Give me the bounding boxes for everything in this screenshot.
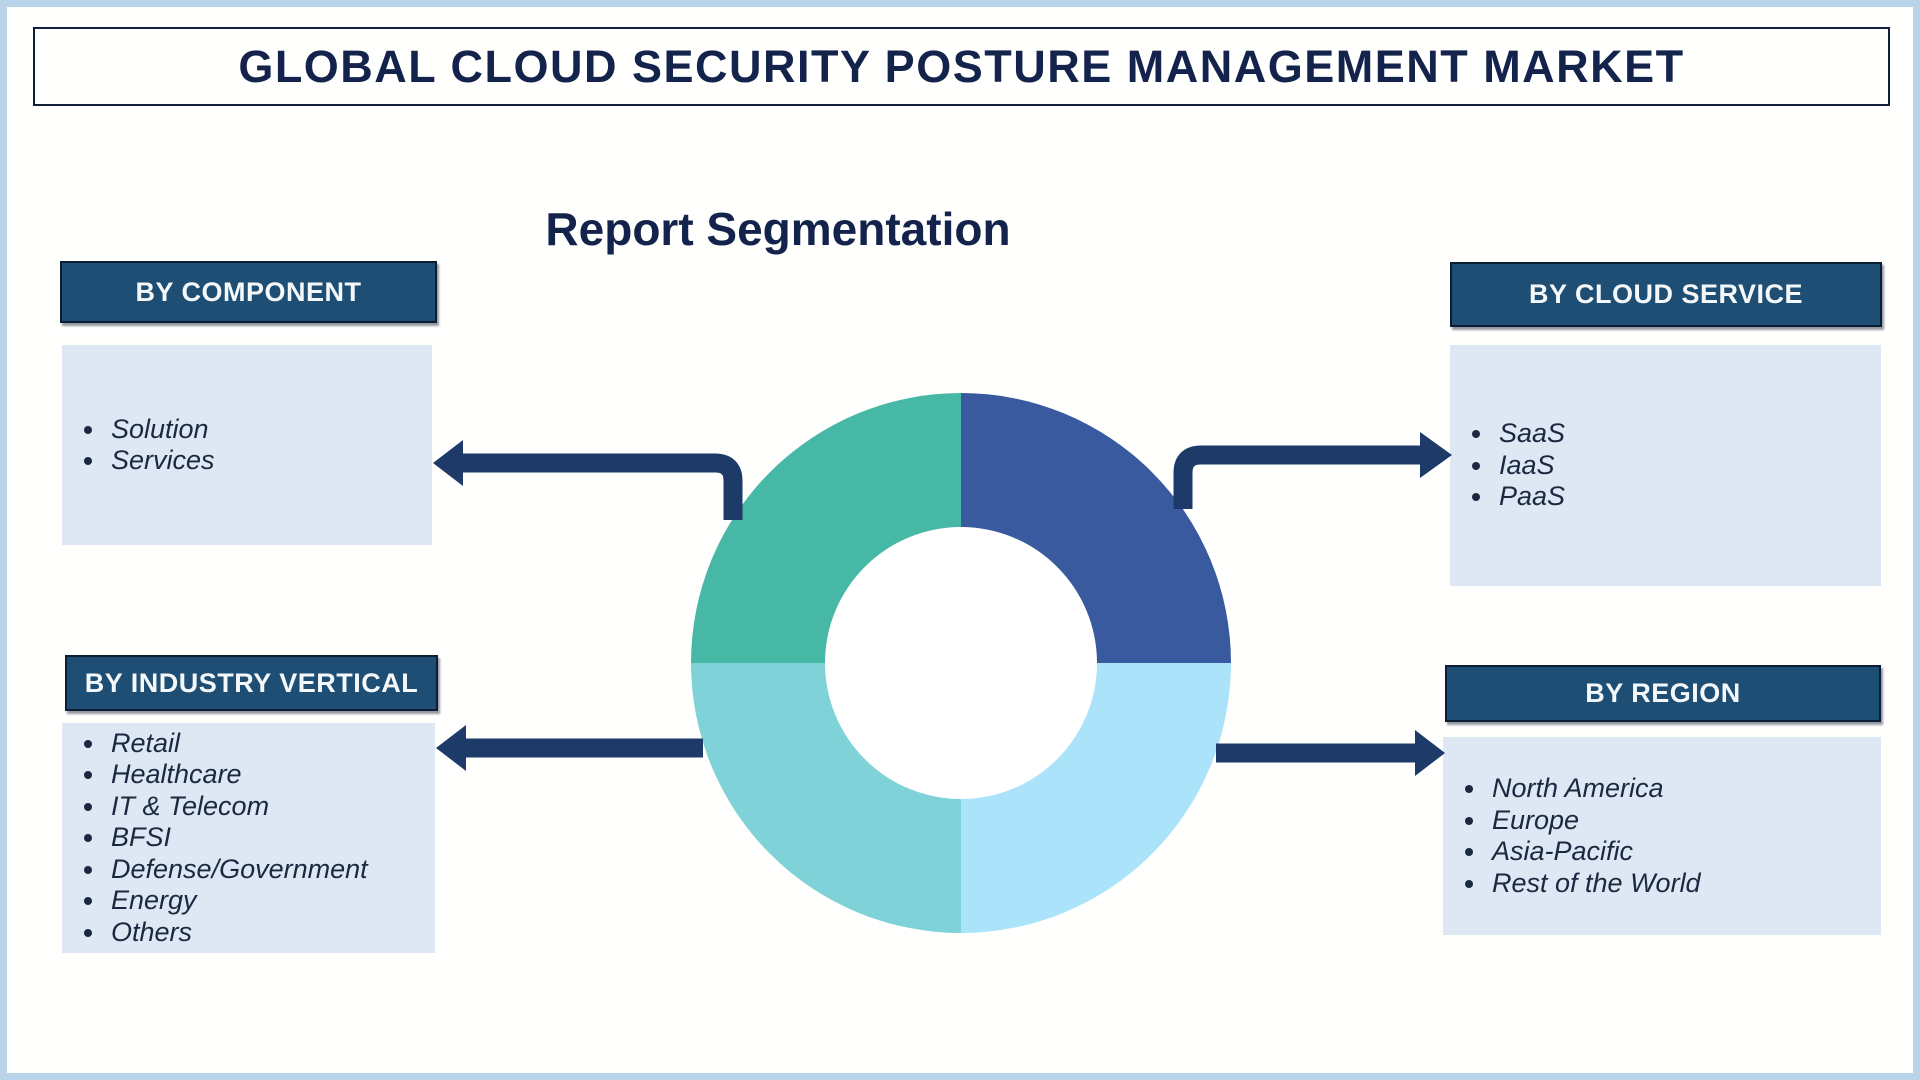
component-list: SolutionServices	[62, 414, 432, 477]
cloud-service-section-header: BY CLOUD SERVICE	[1450, 262, 1882, 327]
list-item: Solution	[107, 414, 422, 446]
component-section-label: BY COMPONENT	[135, 276, 362, 307]
page-title: GLOBAL CLOUD SECURITY POSTURE MANAGEMENT…	[238, 40, 1685, 92]
list-item: BFSI	[107, 822, 425, 854]
title-box: GLOBAL CLOUD SECURITY POSTURE MANAGEMENT…	[33, 27, 1890, 106]
list-item: North America	[1488, 773, 1871, 805]
list-item: Europe	[1488, 805, 1871, 837]
industry-vertical-list: RetailHealthcareIT & TelecomBFSIDefense/…	[62, 728, 435, 949]
component-section-header: BY COMPONENT	[60, 261, 437, 323]
cloud-service-section-label: BY CLOUD SERVICE	[1528, 279, 1804, 309]
cloud-service-arrow-icon	[1173, 432, 1452, 509]
region-arrow-icon	[1216, 730, 1445, 776]
industry-vertical-section-label: BY INDUSTRY VERTICAL	[84, 667, 419, 698]
list-item: Energy	[107, 885, 425, 917]
industry-vertical-section-header: BY INDUSTRY VERTICAL	[65, 655, 438, 711]
list-item: Services	[107, 445, 422, 477]
list-item: IT & Telecom	[107, 791, 425, 823]
region-list-box: North AmericaEuropeAsia-PacificRest of t…	[1443, 737, 1881, 935]
component-list-box: SolutionServices	[62, 345, 432, 545]
cloud-service-list: SaaSIaaSPaaS	[1450, 418, 1881, 513]
list-item: PaaS	[1495, 481, 1871, 513]
top-edge-strip	[0, 0, 1920, 4]
industry-vertical-arrow-icon	[436, 725, 703, 771]
list-item: Asia-Pacific	[1488, 836, 1871, 868]
list-item: IaaS	[1495, 450, 1871, 482]
list-item: Others	[107, 917, 425, 949]
component-arrow-icon	[433, 440, 743, 520]
list-item: Healthcare	[107, 759, 425, 791]
donut-hole	[825, 527, 1097, 799]
list-item: SaaS	[1495, 418, 1871, 450]
region-section-label: BY REGION	[1585, 678, 1741, 708]
list-item: Rest of the World	[1488, 868, 1871, 900]
region-section-header: BY REGION	[1445, 665, 1881, 722]
list-item: Retail	[107, 728, 425, 760]
report-segmentation-heading: Report Segmentation	[545, 203, 1011, 255]
donut-chart	[691, 393, 1231, 933]
region-list: North AmericaEuropeAsia-PacificRest of t…	[1443, 773, 1881, 899]
cloud-service-list-box: SaaSIaaSPaaS	[1450, 345, 1881, 586]
industry-vertical-list-box: RetailHealthcareIT & TelecomBFSIDefense/…	[62, 723, 435, 953]
list-item: Defense/Government	[107, 854, 425, 886]
